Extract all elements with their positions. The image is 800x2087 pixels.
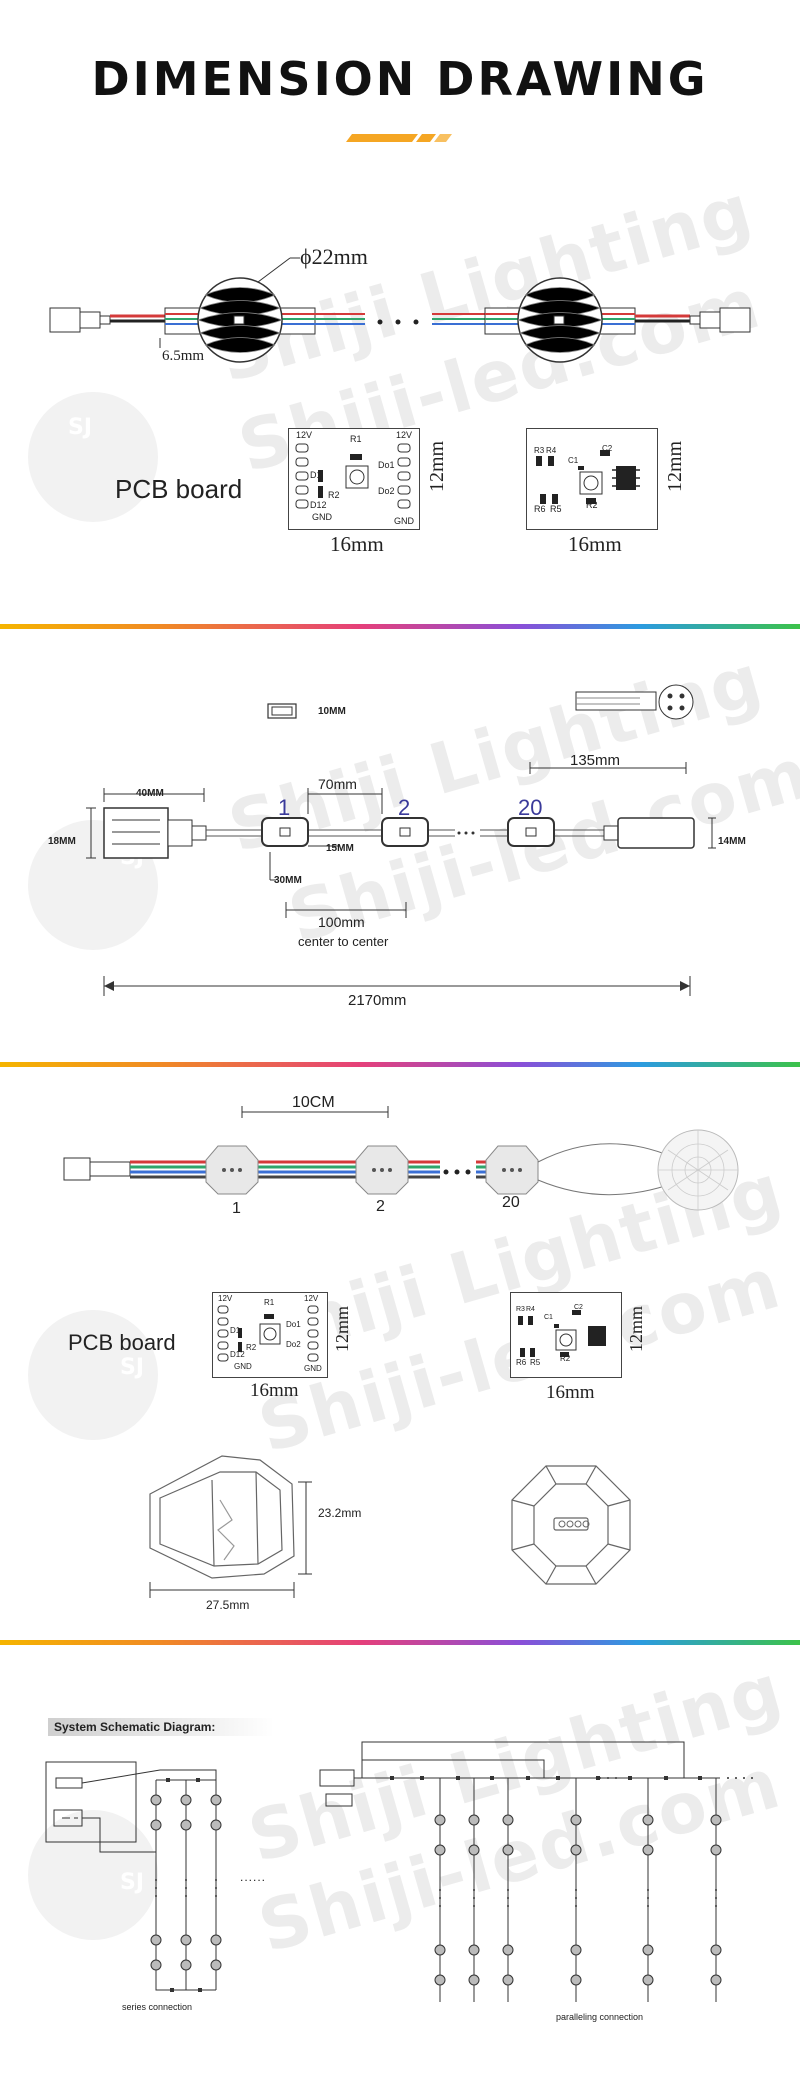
schematic-title: System Schematic Diagram: bbox=[48, 1718, 274, 1736]
pcb2-pin: R5 bbox=[550, 504, 562, 514]
pcb2-pin: R3 bbox=[534, 446, 545, 455]
pcb2-width: 16mm bbox=[568, 532, 622, 556]
series-connection-diagram bbox=[45, 1761, 222, 1992]
node-width-label: 30MM bbox=[274, 875, 302, 886]
pcb1-pin: Do2 bbox=[286, 1340, 301, 1349]
diameter-label: ϕ22mm bbox=[300, 244, 368, 269]
pcb1-pin: D12 bbox=[310, 500, 327, 510]
ctc-text: center to center bbox=[298, 934, 389, 949]
pcb1-pin: D1 bbox=[230, 1326, 241, 1335]
series-connection-label: series connection bbox=[122, 2002, 193, 2012]
section1-strip-drawing bbox=[49, 257, 751, 363]
total-length-label: 2170mm bbox=[348, 992, 407, 1009]
node-number: 20 bbox=[518, 795, 543, 820]
ctc-value: 100mm bbox=[318, 914, 365, 930]
crystal-width-label: 27.5mm bbox=[206, 1598, 250, 1612]
pcb1-pin: GND bbox=[234, 1362, 252, 1371]
connector-length-label: 40MM bbox=[136, 788, 164, 799]
pcb1-pin: 12V bbox=[304, 1294, 319, 1303]
watermark-logo bbox=[28, 1310, 158, 1440]
pcb1-pin: R2 bbox=[328, 490, 340, 500]
pcb2-pin: C1 bbox=[544, 1314, 553, 1321]
watermark-logo-text: SJ bbox=[68, 415, 93, 440]
pcb1-pin: R2 bbox=[246, 1343, 257, 1352]
crystal-shapes bbox=[149, 1455, 631, 1598]
pcb2-pin: R5 bbox=[530, 1358, 541, 1367]
pcb1-pin: GND bbox=[312, 512, 332, 522]
spacing-label: 10CM bbox=[292, 1094, 335, 1111]
watermark-logo-text: SJ bbox=[120, 1870, 145, 1895]
pcb1-width: 16mm bbox=[250, 1380, 299, 1401]
node-number: 20 bbox=[502, 1194, 520, 1211]
pcb1-pin: Do1 bbox=[286, 1320, 301, 1329]
pcb-board-2-components bbox=[536, 450, 640, 504]
section-divider bbox=[0, 1640, 800, 1645]
series-dots: ...... bbox=[240, 1870, 267, 1884]
pcb1-width: 16mm bbox=[330, 532, 384, 556]
title-accent bbox=[346, 134, 452, 142]
pcb2-pin: R4 bbox=[546, 446, 557, 455]
pcb2-pin: R6 bbox=[534, 504, 546, 514]
pcb-board-2-components bbox=[518, 1310, 606, 1357]
pcb1-pin: GND bbox=[304, 1364, 322, 1373]
pcb-size-label: 10MM bbox=[318, 706, 346, 717]
section2-strip-drawing bbox=[86, 684, 716, 996]
pcb2-pin: R3 bbox=[516, 1306, 525, 1313]
pcb1-pin: R1 bbox=[350, 434, 362, 444]
section3-strip-drawing bbox=[63, 1106, 739, 1211]
connector-height-label: 18MM bbox=[48, 836, 76, 847]
pcb-board-1-components bbox=[217, 1305, 319, 1362]
watermark-logo bbox=[28, 392, 158, 522]
pcb2-pin: R2 bbox=[560, 1354, 571, 1363]
pcb1-pin: D1 bbox=[310, 470, 322, 480]
pcb2-pin: C2 bbox=[574, 1304, 583, 1311]
cable-length-label: 135mm bbox=[570, 752, 621, 769]
pcb1-pin: R1 bbox=[264, 1298, 275, 1307]
parallel-connection-diagram bbox=[319, 1741, 753, 2002]
pcb1-pin: Do2 bbox=[378, 486, 395, 496]
pcb-board-label: PCB board bbox=[115, 474, 243, 504]
pcb-board-label: PCB board bbox=[68, 1330, 176, 1355]
parallel-connection-label: paralleling connection bbox=[556, 2012, 644, 2022]
node-number: 2 bbox=[398, 795, 411, 820]
pcb2-pin: R4 bbox=[526, 1306, 535, 1313]
crystal-height-label: 23.2mm bbox=[318, 1506, 362, 1520]
pcb1-pin: 12V bbox=[296, 430, 313, 440]
pcb2-pin: C1 bbox=[568, 456, 579, 465]
pcb1-pin: Do1 bbox=[378, 460, 395, 470]
pcb1-pin: 12V bbox=[396, 430, 413, 440]
pcb2-pin: R2 bbox=[586, 500, 598, 510]
page-title: DIMENSION DRAWING bbox=[91, 52, 709, 106]
pcb-board-1-components bbox=[295, 443, 411, 509]
end-height-label: 14MM bbox=[718, 836, 746, 847]
node-number: 1 bbox=[278, 795, 291, 820]
pcb1-pin: GND bbox=[394, 516, 414, 526]
watermark-logo-text: SJ bbox=[120, 1355, 145, 1380]
pcb1-pin: D12 bbox=[230, 1350, 245, 1359]
pcb2-pin: C2 bbox=[602, 444, 613, 453]
pcb2-height: 12mm bbox=[626, 1305, 646, 1352]
pcb1-pin: 12V bbox=[218, 1294, 233, 1303]
pcb2-width: 16mm bbox=[546, 1382, 595, 1403]
section-divider bbox=[0, 1062, 800, 1067]
node-number: 2 bbox=[376, 1198, 385, 1215]
spacing-70-label: 70mm bbox=[318, 776, 357, 792]
wire-width-label: 6.5mm bbox=[162, 348, 205, 364]
node-height-label: 15MM bbox=[326, 843, 354, 854]
pcb2-height: 12mm bbox=[664, 440, 686, 492]
node-number: 1 bbox=[232, 1200, 241, 1217]
pcb2-pin: R6 bbox=[516, 1358, 527, 1367]
section-divider bbox=[0, 624, 800, 629]
